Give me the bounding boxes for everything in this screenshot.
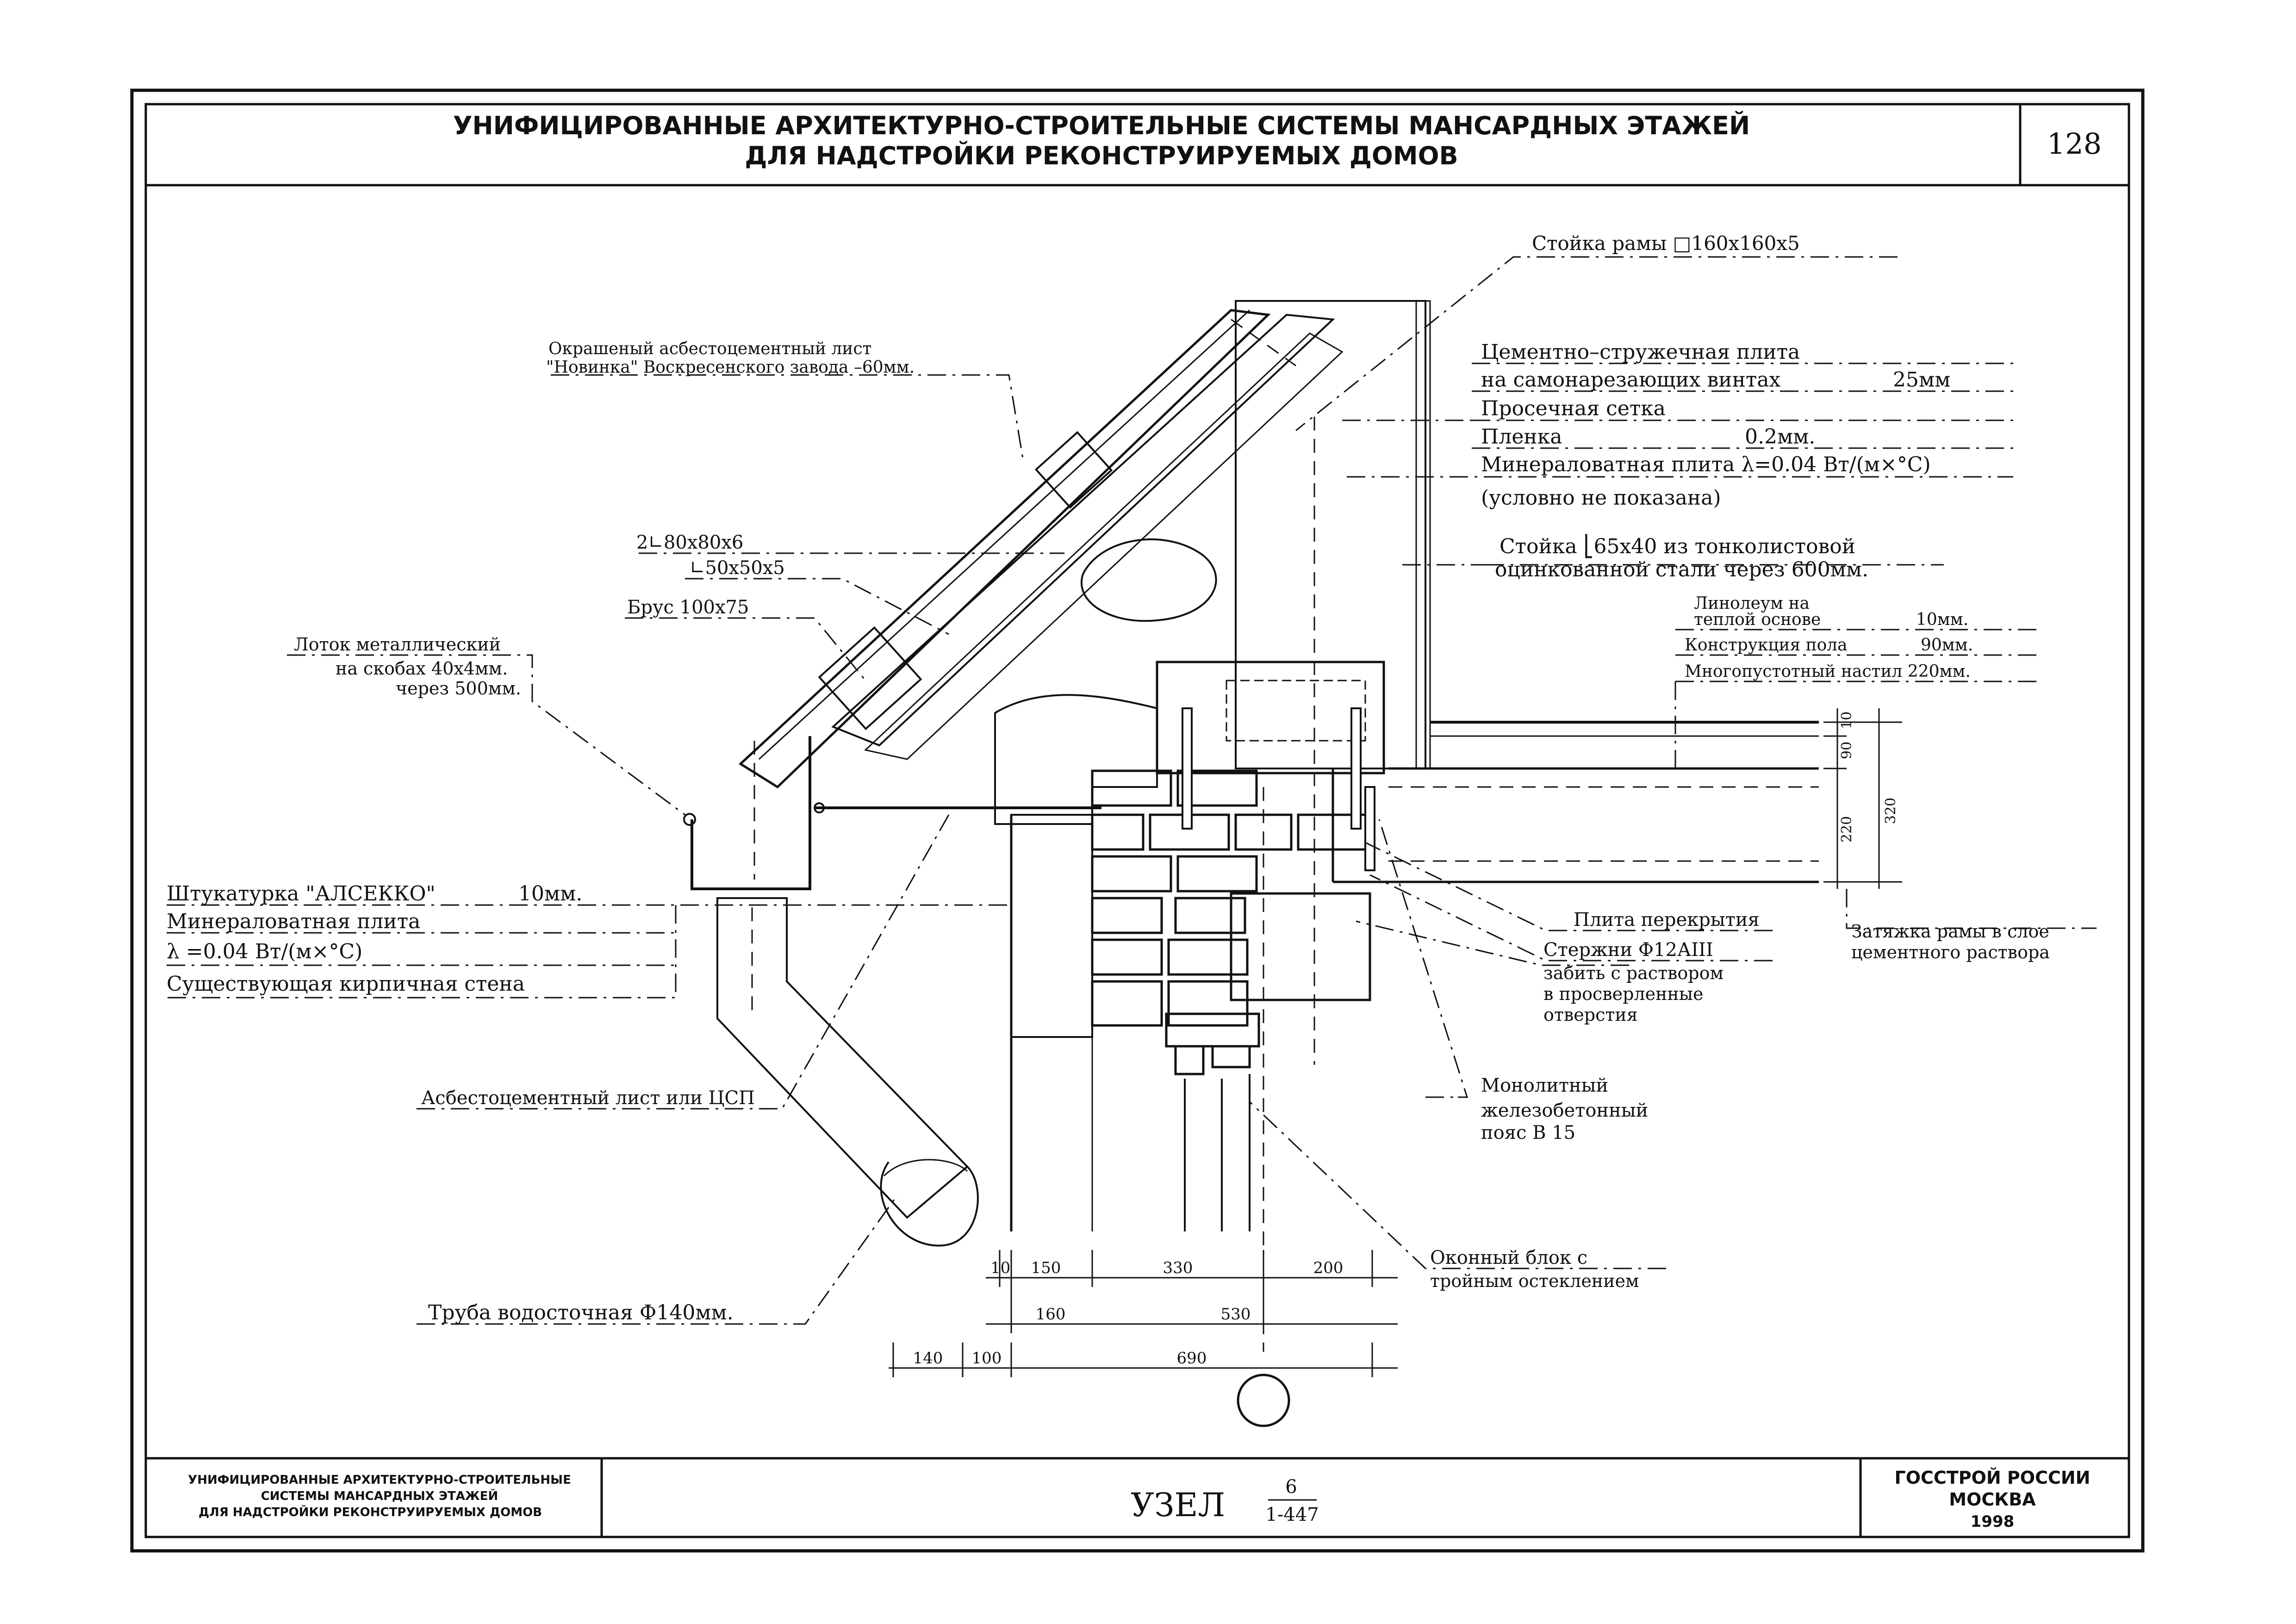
outer-frame: [130, 88, 2145, 1553]
label-csp-2-size: 25мм: [1893, 368, 1950, 392]
label-hollow-slab: Многопустотный настил 220мм.: [1685, 662, 1971, 681]
label-film-size: 0.2мм.: [1745, 425, 1815, 449]
label-linoleum-2: теплой основе: [1694, 610, 1821, 629]
label-plaster: Штукатурка "АЛСЕККО": [167, 882, 436, 906]
label-monolithic-3: пояс В 15: [1481, 1122, 1575, 1143]
title-block-left-3: ДЛЯ НАДСТРОЙКИ РЕКОНСТРУИРУЕМЫХ ДОМОВ: [199, 1505, 542, 1519]
label-existing-wall: Существующая кирпичная стена: [167, 972, 525, 996]
bracket-anchor: [814, 802, 825, 813]
org-name: ГОССТРОЙ РОССИИ: [1895, 1468, 2091, 1488]
label-downpipe: Труба водосточная Ф140мм.: [428, 1301, 734, 1324]
rafter-block-upper: [1034, 431, 1113, 509]
label-post-thin-2: оцинкованной стали через 600мм.: [1495, 558, 1868, 581]
dim-330: 330: [1163, 1259, 1193, 1277]
label-film: Пленка: [1481, 425, 1562, 449]
brick-wall: [1091, 769, 1371, 1027]
metal-gutter: [691, 736, 811, 890]
belt-inner: [1226, 680, 1366, 742]
label-floor-construction: Конструкция пола: [1685, 636, 1848, 655]
dim-v10: 10: [1839, 712, 1855, 729]
gutter-bead: [683, 813, 696, 826]
dim-160: 160: [1036, 1305, 1066, 1324]
mineral-wool-zone: [994, 694, 1158, 825]
org-year: 1998: [1971, 1512, 2015, 1531]
frame-post: [1235, 300, 1426, 769]
dim-200: 200: [1313, 1259, 1344, 1277]
page-number: 128: [2047, 127, 2102, 161]
node-series: 1-447: [1265, 1504, 1319, 1525]
horizontal-dimensions: [889, 1250, 1398, 1377]
title-block-left-2: СИСТЕМЫ МАНСАРДНЫХ ЭТАЖЕЙ: [261, 1488, 498, 1503]
dim-140: 140: [913, 1349, 943, 1368]
node-number: 6: [1285, 1476, 1297, 1498]
label-monolithic-1: Монолитный: [1481, 1075, 1608, 1096]
label-not-shown: (условно не показана): [1481, 486, 1721, 510]
label-gutter-3: через 500мм.: [396, 678, 521, 699]
label-tie-2: цементного раствора: [1851, 942, 2050, 962]
label-window-1: Оконный блок с: [1430, 1247, 1587, 1268]
dim-v90: 90: [1839, 742, 1855, 759]
label-plaster-size: 10мм.: [518, 882, 582, 906]
title-block-left-1: УНИФИЦИРОВАННЫЕ АРХИТЕКТУРНО-СТРОИТЕЛЬНЫ…: [188, 1473, 571, 1487]
label-rod-1: Стержни Ф12АIII: [1543, 939, 1713, 961]
label-window-2: тройным остеклением: [1430, 1271, 1639, 1291]
label-rod-4: отверстия: [1543, 1005, 1638, 1025]
dim-530: 530: [1221, 1305, 1251, 1324]
insulation-marker: [1080, 538, 1217, 622]
label-floor-slab: Плита перекрытия: [1574, 909, 1760, 931]
dim-150: 150: [1031, 1259, 1061, 1277]
anchor-rods: [1182, 707, 1375, 871]
node-label: УЗЕЛ: [1131, 1486, 1225, 1524]
label-mineral-slab: Минераловатная плита λ=0.04 Вт/(м×°С): [1481, 453, 1931, 476]
label-csp-2: на самонарезающих винтах: [1481, 368, 1780, 392]
inner-frame: [144, 103, 2130, 1538]
wall-board-strip: [1415, 300, 1431, 769]
label-post-thin-1: Стойка ⎣65х40 из тонколистовой: [1500, 534, 1855, 558]
label-painted-sheet-1: Окрашеный асбестоцементный лист: [548, 339, 871, 358]
label-floor-construction-size: 90мм.: [1921, 636, 1973, 655]
vertical-dimensions: [1823, 708, 1902, 889]
label-gutter-2: на скобах 40х4мм.: [336, 658, 508, 679]
sheet-title-line2: ДЛЯ НАДСТРОЙКИ РЕКОНСТРУИРУЕМЫХ ДОМОВ: [745, 141, 1458, 170]
label-rod-2: забить с раствором: [1543, 963, 1724, 983]
window-block: [1165, 1012, 1260, 1231]
roof-slope: [738, 309, 1344, 789]
label-linoleum-size: 10мм.: [1916, 610, 1968, 629]
dim-v220: 220: [1839, 816, 1855, 843]
label-csp-1: Цементно–стружечная плита: [1481, 340, 1800, 364]
dim-100: 100: [972, 1349, 1002, 1368]
label-linoleum-1: Линолеум на: [1694, 594, 1810, 613]
mineral-wool-column: [1010, 814, 1093, 1038]
label-beam: Брус 100х75: [627, 597, 749, 618]
dim-690: 690: [1177, 1349, 1207, 1368]
leader-lines: [167, 256, 2097, 1325]
label-frame-post: Стойка рамы □160х160х5: [1532, 232, 1800, 255]
sheet-title-line1: УНИФИЦИРОВАННЫЕ АРХИТЕКТУРНО-СТРОИТЕЛЬНЫ…: [453, 111, 1750, 140]
floor-slab: [1332, 721, 1819, 883]
dim-v320: 320: [1883, 798, 1899, 824]
title-block: [146, 1457, 2129, 1537]
org-city: МОСКВА: [1949, 1489, 2036, 1510]
beam-block: [818, 626, 922, 731]
label-mineral-plate-2: λ =0.04 Вт/(м×°С): [167, 940, 362, 963]
label-angle-1: ∟50х50х5: [690, 557, 785, 579]
label-gutter-1: Лоток металлический: [294, 634, 501, 655]
label-asbestos-sheet: Асбестоцементный лист или ЦСП: [421, 1087, 755, 1109]
label-mesh: Просечная сетка: [1481, 397, 1666, 420]
axis-marker: [1237, 1374, 1290, 1427]
dim-10: 10: [990, 1259, 1010, 1277]
label-mineral-plate-1: Минераловатная плита: [167, 910, 420, 933]
label-rod-3: в просверленные: [1543, 984, 1704, 1004]
downpipe: [716, 741, 979, 1247]
label-angle-2: 2∟80х80х6: [636, 532, 743, 553]
label-monolithic-2: железобетонный: [1481, 1100, 1648, 1121]
label-tie-1: Затяжка рамы в слое: [1851, 921, 2049, 942]
label-painted-sheet-2: "Новинка" Воскресенского завода –60мм.: [546, 358, 915, 377]
